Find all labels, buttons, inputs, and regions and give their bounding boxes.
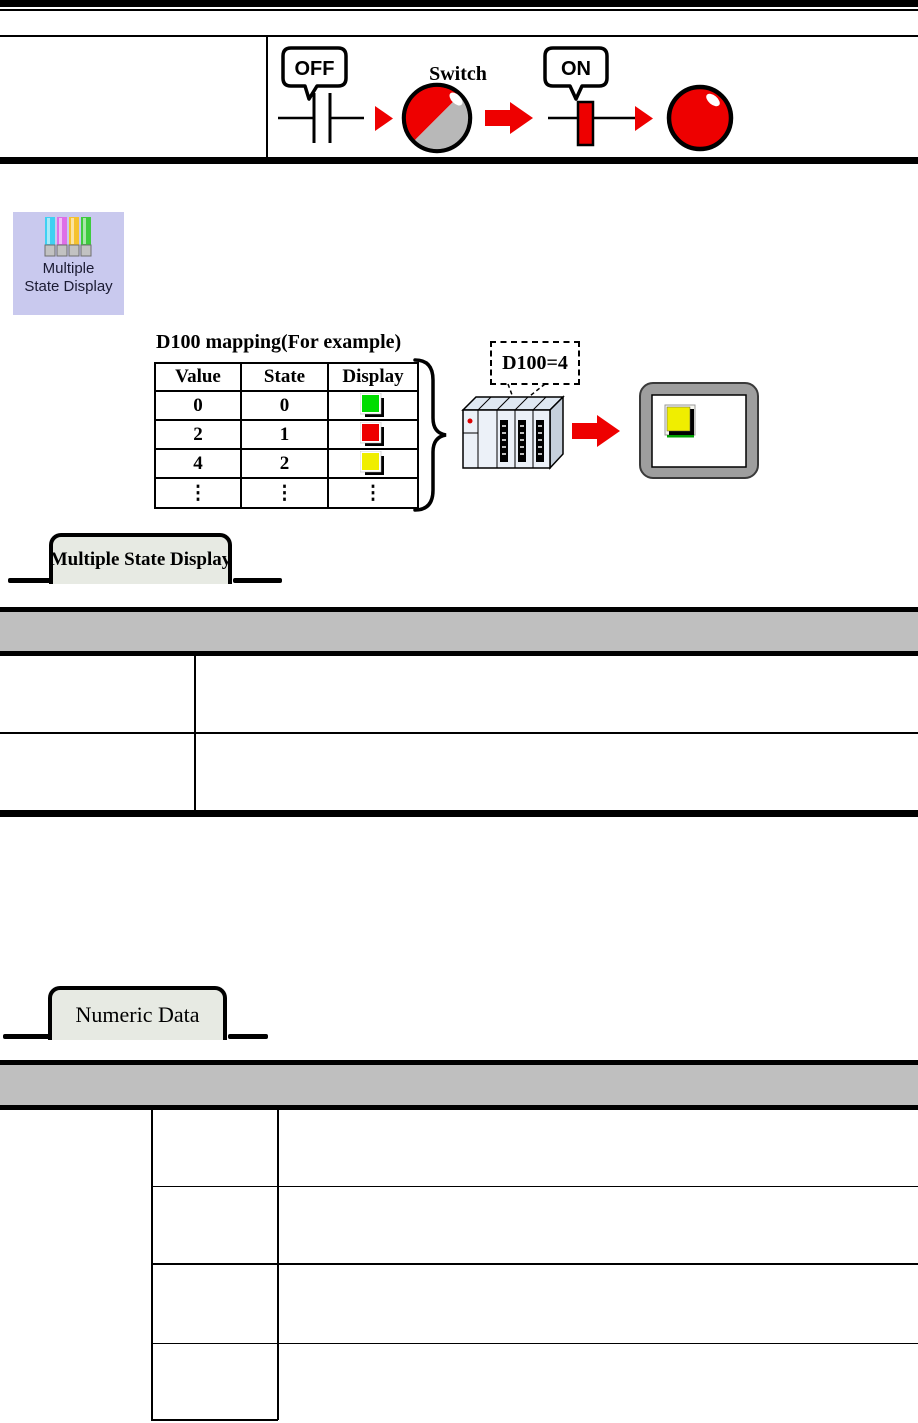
col-header-value: Value — [154, 362, 242, 392]
on-bubble: ON — [543, 46, 609, 101]
top-rule-thick — [0, 0, 918, 7]
lamp-on-icon — [666, 84, 734, 152]
big-arrow-icon — [485, 102, 533, 134]
display-cell — [327, 419, 419, 450]
big-arrow-icon — [572, 415, 620, 447]
icon-label-line1: Multiple — [42, 260, 95, 277]
table2-row-divider — [151, 1263, 918, 1265]
top-row-top-border — [0, 35, 918, 37]
switch-lamp-diagram: OFF Switch ON — [278, 46, 734, 154]
tab-numeric-data: Numeric Data — [3, 984, 273, 1040]
table2-column-divider — [277, 1110, 279, 1420]
off-label: OFF — [295, 58, 335, 80]
small-arrow-icon — [635, 106, 653, 131]
state-square-green — [359, 392, 384, 417]
tab-foot-right — [233, 578, 282, 583]
d100-callout: D100=4 — [490, 341, 580, 385]
on-contact-symbol — [548, 100, 638, 147]
top-row-cell-divider — [266, 35, 268, 157]
col-header-state: State — [240, 362, 329, 392]
switch-lamp-off-icon — [401, 82, 473, 154]
tab-foot-left — [3, 1034, 51, 1039]
state-cell: 1 — [240, 419, 329, 450]
table1-bottom-border — [0, 810, 918, 817]
display-cell — [327, 390, 419, 421]
top-rule-thin — [0, 9, 918, 11]
display-cell: ⋮ — [327, 477, 419, 509]
table2-header-bottom-border — [0, 1104, 918, 1110]
col-header-display: Display — [327, 362, 419, 392]
brace-icon — [413, 358, 447, 512]
state-square-yellow — [359, 450, 384, 475]
table2-header-band — [0, 1064, 918, 1105]
small-arrow-icon — [375, 106, 393, 131]
hmi-yellow-button — [664, 404, 696, 438]
plc-to-hmi-illustration — [461, 382, 759, 479]
state-square-red — [359, 421, 384, 446]
table1-header-top-border — [0, 607, 918, 612]
on-label: ON — [561, 58, 591, 80]
tab-foot-right — [228, 1034, 268, 1039]
state-cell: 0 — [240, 390, 329, 421]
value-cell: 2 — [154, 419, 242, 450]
d100-callout-label: D100=4 — [502, 351, 568, 374]
hmi-panel-icon — [639, 382, 759, 479]
table2-column-divider — [151, 1110, 153, 1420]
value-cell: 4 — [154, 448, 242, 479]
mapping-row: 0 0 — [154, 390, 419, 421]
tab-multiple-state-display: Multiple State Display — [8, 531, 288, 584]
table1-header-bottom-border — [0, 651, 918, 656]
state-cell: ⋮ — [240, 477, 329, 509]
icon-label-line2: State Display — [24, 278, 113, 295]
mapping-header-row: Value State Display — [154, 362, 419, 392]
mapping-table: Value State Display 0 0 2 1 — [154, 362, 419, 509]
value-cell: 0 — [154, 390, 242, 421]
state-cell: 2 — [240, 448, 329, 479]
table2-row-divider — [151, 1342, 918, 1344]
tab-label: Multiple State Display — [49, 533, 232, 584]
switch-label: Switch — [429, 63, 487, 85]
tab-label: Numeric Data — [48, 986, 227, 1040]
mapping-row: ⋮ ⋮ ⋮ — [154, 477, 419, 509]
mapping-title: D100 mapping(For example) — [156, 331, 402, 353]
value-cell: ⋮ — [154, 477, 242, 509]
mapping-row: 2 1 — [154, 419, 419, 450]
top-row-bottom-border — [0, 157, 918, 164]
table1-header-band — [0, 611, 918, 651]
marker-bars-icon — [44, 217, 91, 257]
multiple-state-display-icon: Multiple State Display — [13, 212, 124, 315]
table1-row-divider — [0, 732, 918, 734]
plc-icon — [461, 395, 565, 470]
table2-cell-bottom-border — [151, 1419, 278, 1421]
display-cell — [327, 448, 419, 479]
off-bubble: OFF — [281, 46, 348, 101]
table2-header-top-border — [0, 1060, 918, 1065]
table2-row-divider — [151, 1185, 918, 1187]
tab-foot-left — [8, 578, 53, 583]
mapping-row: 4 2 — [154, 448, 419, 479]
off-contact-symbol — [278, 93, 364, 143]
